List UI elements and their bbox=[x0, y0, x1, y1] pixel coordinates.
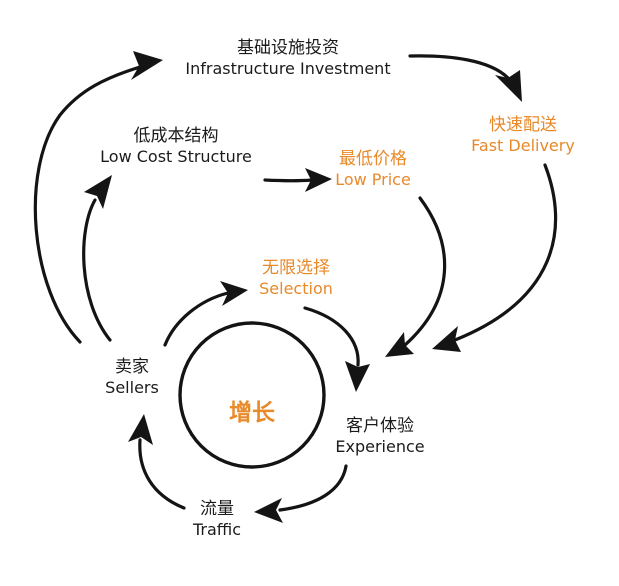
arrow-sellers-to-low-cost bbox=[82, 198, 112, 342]
node-sellers-en: Sellers bbox=[105, 378, 159, 398]
node-experience-zh: 客户体验 bbox=[345, 416, 414, 436]
arrow-fast-delivery-to-experience bbox=[453, 163, 558, 342]
arrowhead-selection bbox=[220, 281, 248, 306]
arrow-low-price-to-experience bbox=[403, 196, 447, 347]
node-selection: 无限选择 Selection bbox=[259, 258, 333, 299]
node-selection-en: Selection bbox=[259, 279, 333, 299]
arrowhead-experience-from-delivery bbox=[432, 326, 461, 352]
node-low-cost-zh: 低成本结构 bbox=[133, 126, 219, 146]
arrow-selection-to-experience bbox=[303, 306, 360, 367]
arrowhead-fast-delivery bbox=[495, 70, 522, 102]
growth-center-label: 增长 bbox=[229, 400, 275, 426]
node-fast-delivery: 快速配送 Fast Delivery bbox=[471, 115, 575, 156]
node-fast-delivery-zh: 快速配送 bbox=[489, 115, 557, 135]
node-infrastructure-en: Infrastructure Investment bbox=[185, 59, 391, 79]
node-low-cost: 低成本结构 Low Cost Structure bbox=[100, 126, 252, 167]
node-selection-zh: 无限选择 bbox=[261, 258, 330, 278]
arrow-sellers-to-infrastructure bbox=[33, 65, 142, 344]
node-low-price-zh: 最低价格 bbox=[339, 149, 407, 169]
node-experience: 客户体验 Experience bbox=[335, 416, 424, 457]
node-traffic-en: Traffic bbox=[192, 520, 242, 540]
arrowhead-sellers bbox=[128, 414, 153, 445]
node-infrastructure-zh: 基础设施投资 bbox=[236, 38, 339, 58]
arrow-experience-to-traffic bbox=[278, 464, 348, 512]
arrowhead-traffic bbox=[254, 498, 283, 523]
arrowhead-infrastructure bbox=[131, 51, 163, 80]
arrowhead-experience-from-price bbox=[385, 332, 414, 357]
arrow-sellers-to-selection bbox=[163, 291, 230, 347]
node-sellers: 卖家 Sellers bbox=[105, 357, 159, 398]
node-fast-delivery-en: Fast Delivery bbox=[471, 136, 575, 156]
growth-circle bbox=[178, 321, 326, 469]
arrow-infrastructure-to-fast-delivery bbox=[408, 54, 510, 80]
node-low-price: 最低价格 Low Price bbox=[335, 149, 411, 190]
node-experience-en: Experience bbox=[335, 437, 425, 457]
node-infrastructure: 基础设施投资 Infrastructure Investment bbox=[185, 38, 390, 79]
arrow-low-cost-to-low-price bbox=[263, 178, 314, 183]
node-traffic: 流量 Traffic bbox=[193, 499, 241, 540]
node-low-cost-en: Low Cost Structure bbox=[100, 147, 252, 167]
node-low-price-en: Low Price bbox=[335, 170, 411, 190]
arrowhead-low-cost bbox=[84, 175, 112, 209]
arrowhead-experience-from-selection bbox=[345, 361, 370, 392]
node-traffic-zh: 流量 bbox=[199, 499, 234, 519]
arrow-traffic-to-sellers bbox=[138, 438, 186, 510]
arrowhead-low-price bbox=[305, 168, 332, 192]
node-sellers-zh: 卖家 bbox=[115, 357, 149, 377]
